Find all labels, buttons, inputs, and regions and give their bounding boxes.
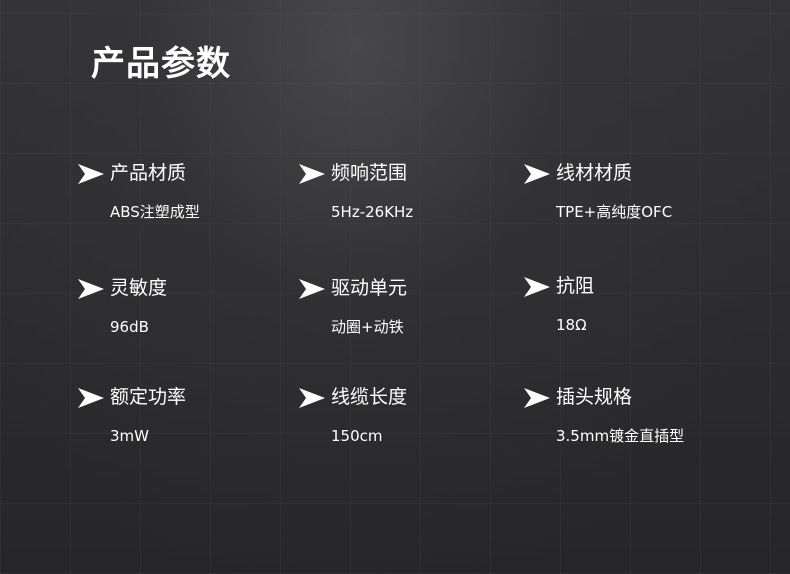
spec-value: 18Ω — [556, 316, 587, 334]
spec-label: 额定功率 — [110, 386, 187, 408]
spec-value: 150cm — [331, 427, 383, 445]
arrow-right-icon — [524, 277, 550, 297]
spec-value: 3.5mm镀金直插型 — [556, 427, 685, 445]
arrow-right-icon — [78, 388, 104, 408]
spec-label: 抗阻 — [556, 275, 595, 297]
arrow-right-icon — [78, 279, 104, 299]
spec-label: 灵敏度 — [110, 277, 168, 299]
arrow-right-icon — [524, 164, 550, 184]
spec-value: 96dB — [110, 318, 149, 336]
spec-label: 驱动单元 — [331, 277, 408, 299]
arrow-right-icon — [524, 388, 550, 408]
page-title: 产品参数 — [91, 44, 231, 84]
spec-label: 产品材质 — [110, 162, 187, 184]
arrow-right-icon — [299, 279, 325, 299]
spec-value: 3mW — [110, 427, 149, 445]
spec-label: 插头规格 — [556, 386, 633, 408]
arrow-right-icon — [299, 388, 325, 408]
spec-value: TPE+高纯度OFC — [556, 203, 673, 221]
spec-value: 5Hz-26KHz — [331, 203, 414, 221]
arrow-right-icon — [299, 164, 325, 184]
spec-label: 线缆长度 — [331, 386, 408, 408]
spec-label: 线材材质 — [556, 162, 633, 184]
spec-value: 动圈+动铁 — [331, 318, 404, 336]
spec-label: 频响范围 — [331, 162, 408, 184]
spec-value: ABS注塑成型 — [110, 203, 200, 221]
arrow-right-icon — [78, 164, 104, 184]
